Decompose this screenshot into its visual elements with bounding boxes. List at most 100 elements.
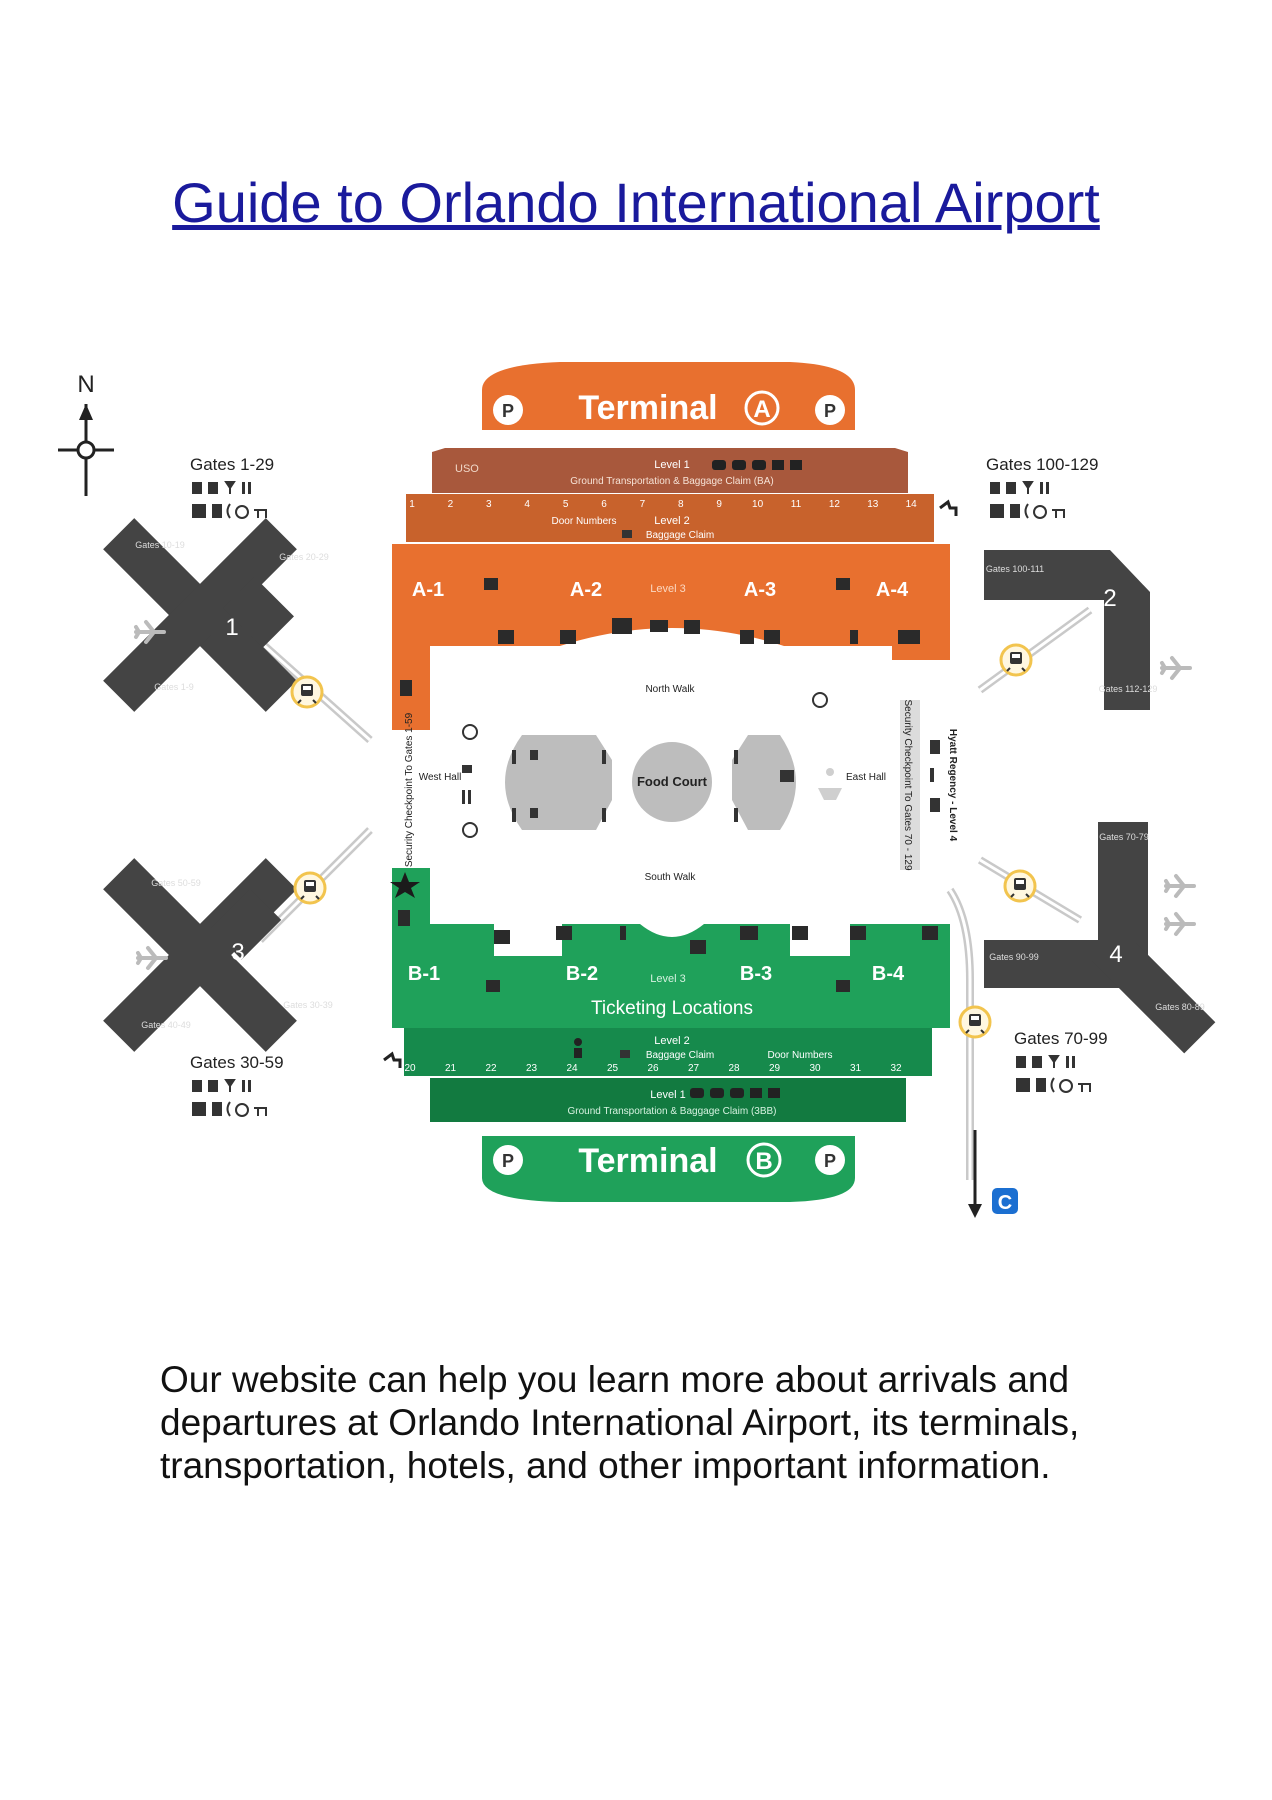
terminal-b-banner-label: Terminal [578,1142,717,1180]
food-court[interactable]: Food Court [505,735,796,830]
east-hall-label: East Hall [846,772,886,783]
door-number-a-3: 3 [486,499,492,510]
terminal-a-level1-title: Level 1 [654,459,689,471]
terminal-c-label: C [998,1192,1012,1214]
airside-1-arm-2: Gates 20-29 [279,552,329,562]
airside-3-heading: Gates 30-59 [190,1053,284,1072]
rail-to-terminal-c[interactable]: C [946,887,1018,1218]
door-number-a-5: 5 [563,499,569,510]
airside-4-amenities-row1 [1015,1055,1076,1069]
food-court-label: Food Court [637,774,708,789]
airside-4-heading: Gates 70-99 [1014,1029,1108,1048]
terminal-b-level1-sub: Ground Transportation & Baggage Claim (3… [568,1106,777,1117]
airport-map: N P P Terminal A USO Level 1 Ground Tran… [58,362,1216,1218]
terminal-a-banner[interactable]: P P Terminal A [482,362,855,430]
door-number-b-25: 25 [607,1063,619,1074]
airside-1[interactable]: 1 Gates 10-19 Gates 20-29 Gates 1-9 [103,518,373,743]
airside-4-number: 4 [1109,941,1122,968]
zone-a-4: A-4 [876,579,909,601]
airside-1-heading: Gates 1-29 [190,455,274,474]
description: Our website can help you learn more abou… [160,1359,1080,1486]
terminal-a-parking-right: P [824,401,836,421]
door-number-b-20: 20 [404,1063,416,1074]
door-number-b-26: 26 [647,1063,659,1074]
door-number-a-13: 13 [867,499,879,510]
airside-3[interactable]: 3 Gates 50-59 Gates 30-39 Gates 40-49 [103,827,373,1052]
airside-1-number: 1 [225,614,238,641]
terminal-b-parking-left: P [502,1151,514,1171]
people-mover-4-icon [1003,869,1037,903]
door-number-a-14: 14 [906,499,918,510]
door-number-b-28: 28 [728,1063,740,1074]
door-number-b-24: 24 [566,1063,578,1074]
security-west-label: Security Checkpoint To Gates 1-59 [404,712,415,867]
door-number-b-21: 21 [445,1063,457,1074]
people-mover-c-icon [958,1005,992,1039]
terminal-b-door-label: Door Numbers [767,1050,832,1061]
door-number-a-11: 11 [791,499,802,510]
door-number-a-9: 9 [716,499,722,510]
zone-a-1: A-1 [412,579,444,601]
terminal-b-banner[interactable]: P P Terminal B [482,1136,855,1202]
pet-relief-icon [939,499,958,516]
pet-relief-icon-b [383,1051,402,1068]
airside-2[interactable]: 2 Gates 100-111 Gates 112-129 [977,550,1158,710]
airside-2-heading: Gates 100-129 [986,455,1098,474]
door-number-a-1: 1 [409,499,415,510]
fountain-icon [818,768,842,800]
center-hall: North Walk South Walk Security Checkpoin… [404,684,958,883]
transport-icons [712,460,802,470]
terminal-b-level3-label: Level 3 [650,973,685,985]
airside-1-amenities-row1 [191,481,252,495]
terminal-a-level2-title: Level 2 [654,515,689,527]
airside-4-arm-3: Gates 80-89 [1155,1002,1205,1012]
door-number-a-2: 2 [448,499,454,510]
door-number-a-8: 8 [678,499,684,510]
airside-2-arm-2: Gates 112-129 [1099,684,1158,694]
plane-icon-5 [1164,912,1196,936]
terminal-b-letter: B [755,1148,772,1175]
airside-1-arm-3: Gates 1-9 [154,682,194,692]
airside-3-amenities-row2 [191,1101,267,1117]
airside-3-number: 3 [231,939,244,966]
people-mover-3-icon [293,871,327,905]
terminal-a-level1-sub: Ground Transportation & Baggage Claim (B… [570,476,773,487]
terminal-a-banner-label: Terminal [578,389,717,427]
terminal-b-level2-title: Level 2 [654,1035,689,1047]
south-walk-label: South Walk [645,872,697,883]
terminal-a-parking-left: P [502,401,514,421]
airside-3-arm-2: Gates 30-39 [283,1000,333,1010]
terminal-a-door-label: Door Numbers [551,516,616,527]
zone-b-3: B-3 [740,963,772,985]
door-number-a-7: 7 [640,499,646,510]
airside-1-amenities-row2 [191,503,267,519]
terminal-a-level1: USO Level 1 Ground Transportation & Bagg… [432,448,908,493]
door-number-b-27: 27 [688,1063,700,1074]
terminal-a-amenity-icons [400,578,920,696]
door-number-a-12: 12 [829,499,841,510]
zone-a-3: A-3 [744,579,776,601]
terminal-a-level2-sub: Baggage Claim [646,530,714,541]
people-mover-1-icon [290,675,324,709]
airside-4-amenities-row2 [1015,1077,1091,1093]
airside-1-arm-1: Gates 10-19 [135,540,185,550]
north-walk-label: North Walk [645,684,695,695]
airside-2-amenities-row2 [989,503,1065,519]
door-number-a-6: 6 [601,499,607,510]
door-number-b-23: 23 [526,1063,538,1074]
page-title[interactable]: Guide to Orlando International Airport [172,171,1100,234]
terminal-a-level3-label: Level 3 [650,583,685,595]
hyatt-label: Hyatt Regency - Level 4 [947,729,958,842]
security-east-label: Security Checkpoint To Gates 70 - 129 [902,699,913,870]
terminal-b-ticketing-label: Ticketing Locations [591,998,753,1019]
zone-a-2: A-2 [570,579,602,601]
airside-2-number: 2 [1103,585,1116,612]
door-number-b-22: 22 [485,1063,497,1074]
airside-2-amenities-row1 [989,481,1050,495]
airside-4[interactable]: 4 Gates 70-79 Gates 90-99 Gates 80-89 [977,822,1216,1054]
terminal-a-letter: A [753,396,770,423]
terminal-b-level2-sub: Baggage Claim [646,1050,714,1061]
terminal-b-level1-title: Level 1 [650,1089,685,1101]
